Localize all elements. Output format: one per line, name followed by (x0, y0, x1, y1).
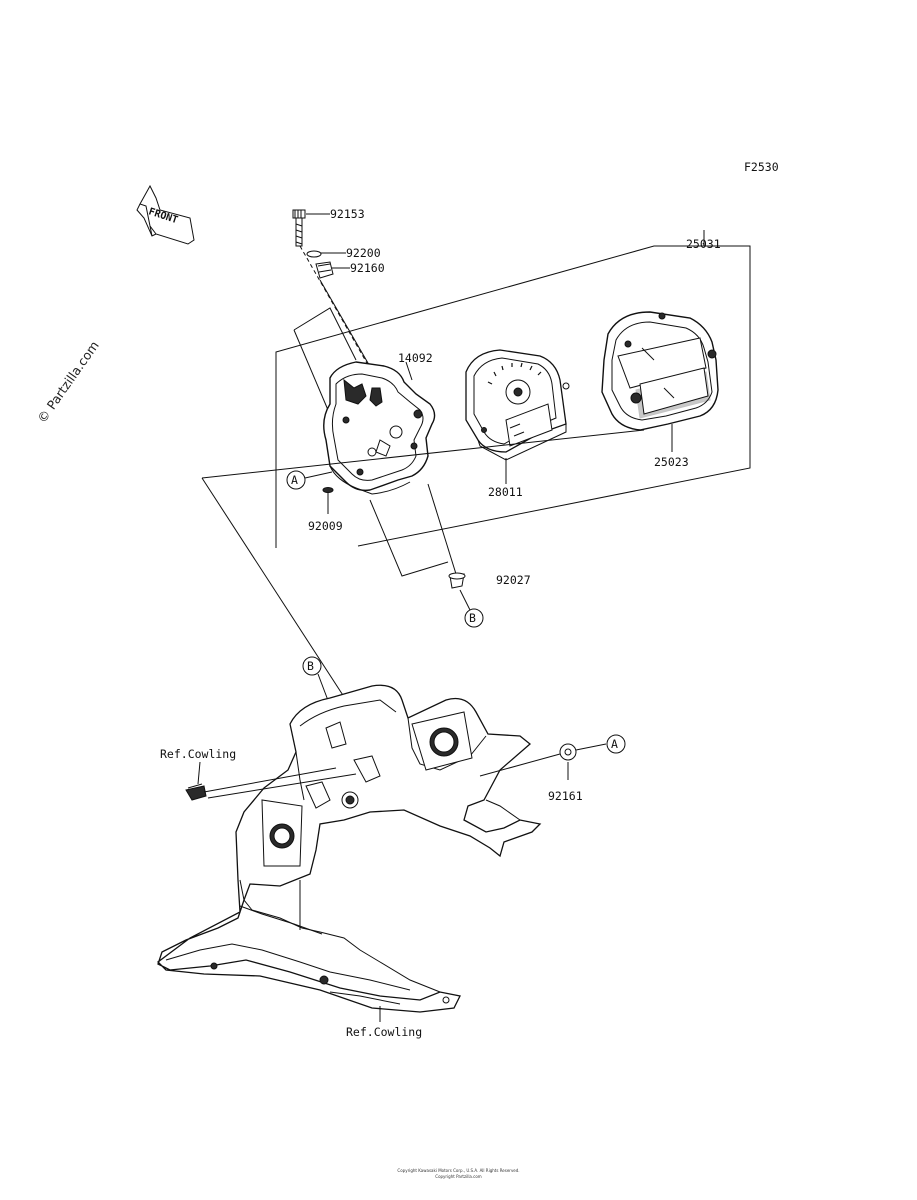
label-25031: 25031 (686, 237, 721, 251)
collar-92027-icon (448, 572, 466, 589)
watermark: © Partzilla.com (34, 338, 102, 426)
label-14092: 14092 (398, 351, 433, 365)
meter-unit-28011 (465, 349, 570, 461)
label-92161: 92161 (548, 789, 583, 803)
washer-92200-icon (306, 250, 322, 258)
label-92160: 92160 (350, 261, 385, 275)
label-28011: 28011 (488, 485, 523, 499)
callout-b-top (464, 608, 484, 628)
label-92153: 92153 (330, 207, 365, 221)
callout-b-bottom (302, 656, 322, 676)
label-92009: 92009 (308, 519, 343, 533)
ref-cowling-left: Ref.Cowling (160, 747, 236, 761)
grommet-92161-icon (559, 743, 577, 761)
callout-b-bottom-letter: B (307, 659, 314, 673)
label-92027: 92027 (496, 573, 531, 587)
clip-icon (185, 783, 207, 801)
callout-b-top-letter: B (469, 611, 476, 625)
figure-code: F2530 (744, 160, 779, 174)
footer-copyright-line1: Copyright Kawasaki Motors Corp., U.S.A. … (397, 1168, 520, 1173)
meter-cover-25023 (601, 311, 719, 431)
callout-a-top (286, 470, 306, 490)
meter-case-14092 (323, 361, 436, 495)
screw-92009-icon (322, 487, 334, 500)
label-25023: 25023 (654, 455, 689, 469)
label-92200: 92200 (346, 246, 381, 260)
callout-a-right-letter: A (611, 737, 618, 751)
screw-92153-icon (292, 209, 306, 247)
ref-cowling-bottom: Ref.Cowling (346, 1025, 422, 1039)
callout-a-right (606, 734, 626, 754)
cowling-bracket-frame (157, 684, 542, 1013)
callout-a-top-letter: A (291, 473, 298, 487)
assembly-bracket-25031 (275, 230, 751, 548)
footer-copyright-line2: Copyright Partzilla.com (435, 1174, 482, 1179)
grommet-92160-icon (315, 261, 334, 279)
front-arrow-icon: FRONT (136, 184, 195, 245)
